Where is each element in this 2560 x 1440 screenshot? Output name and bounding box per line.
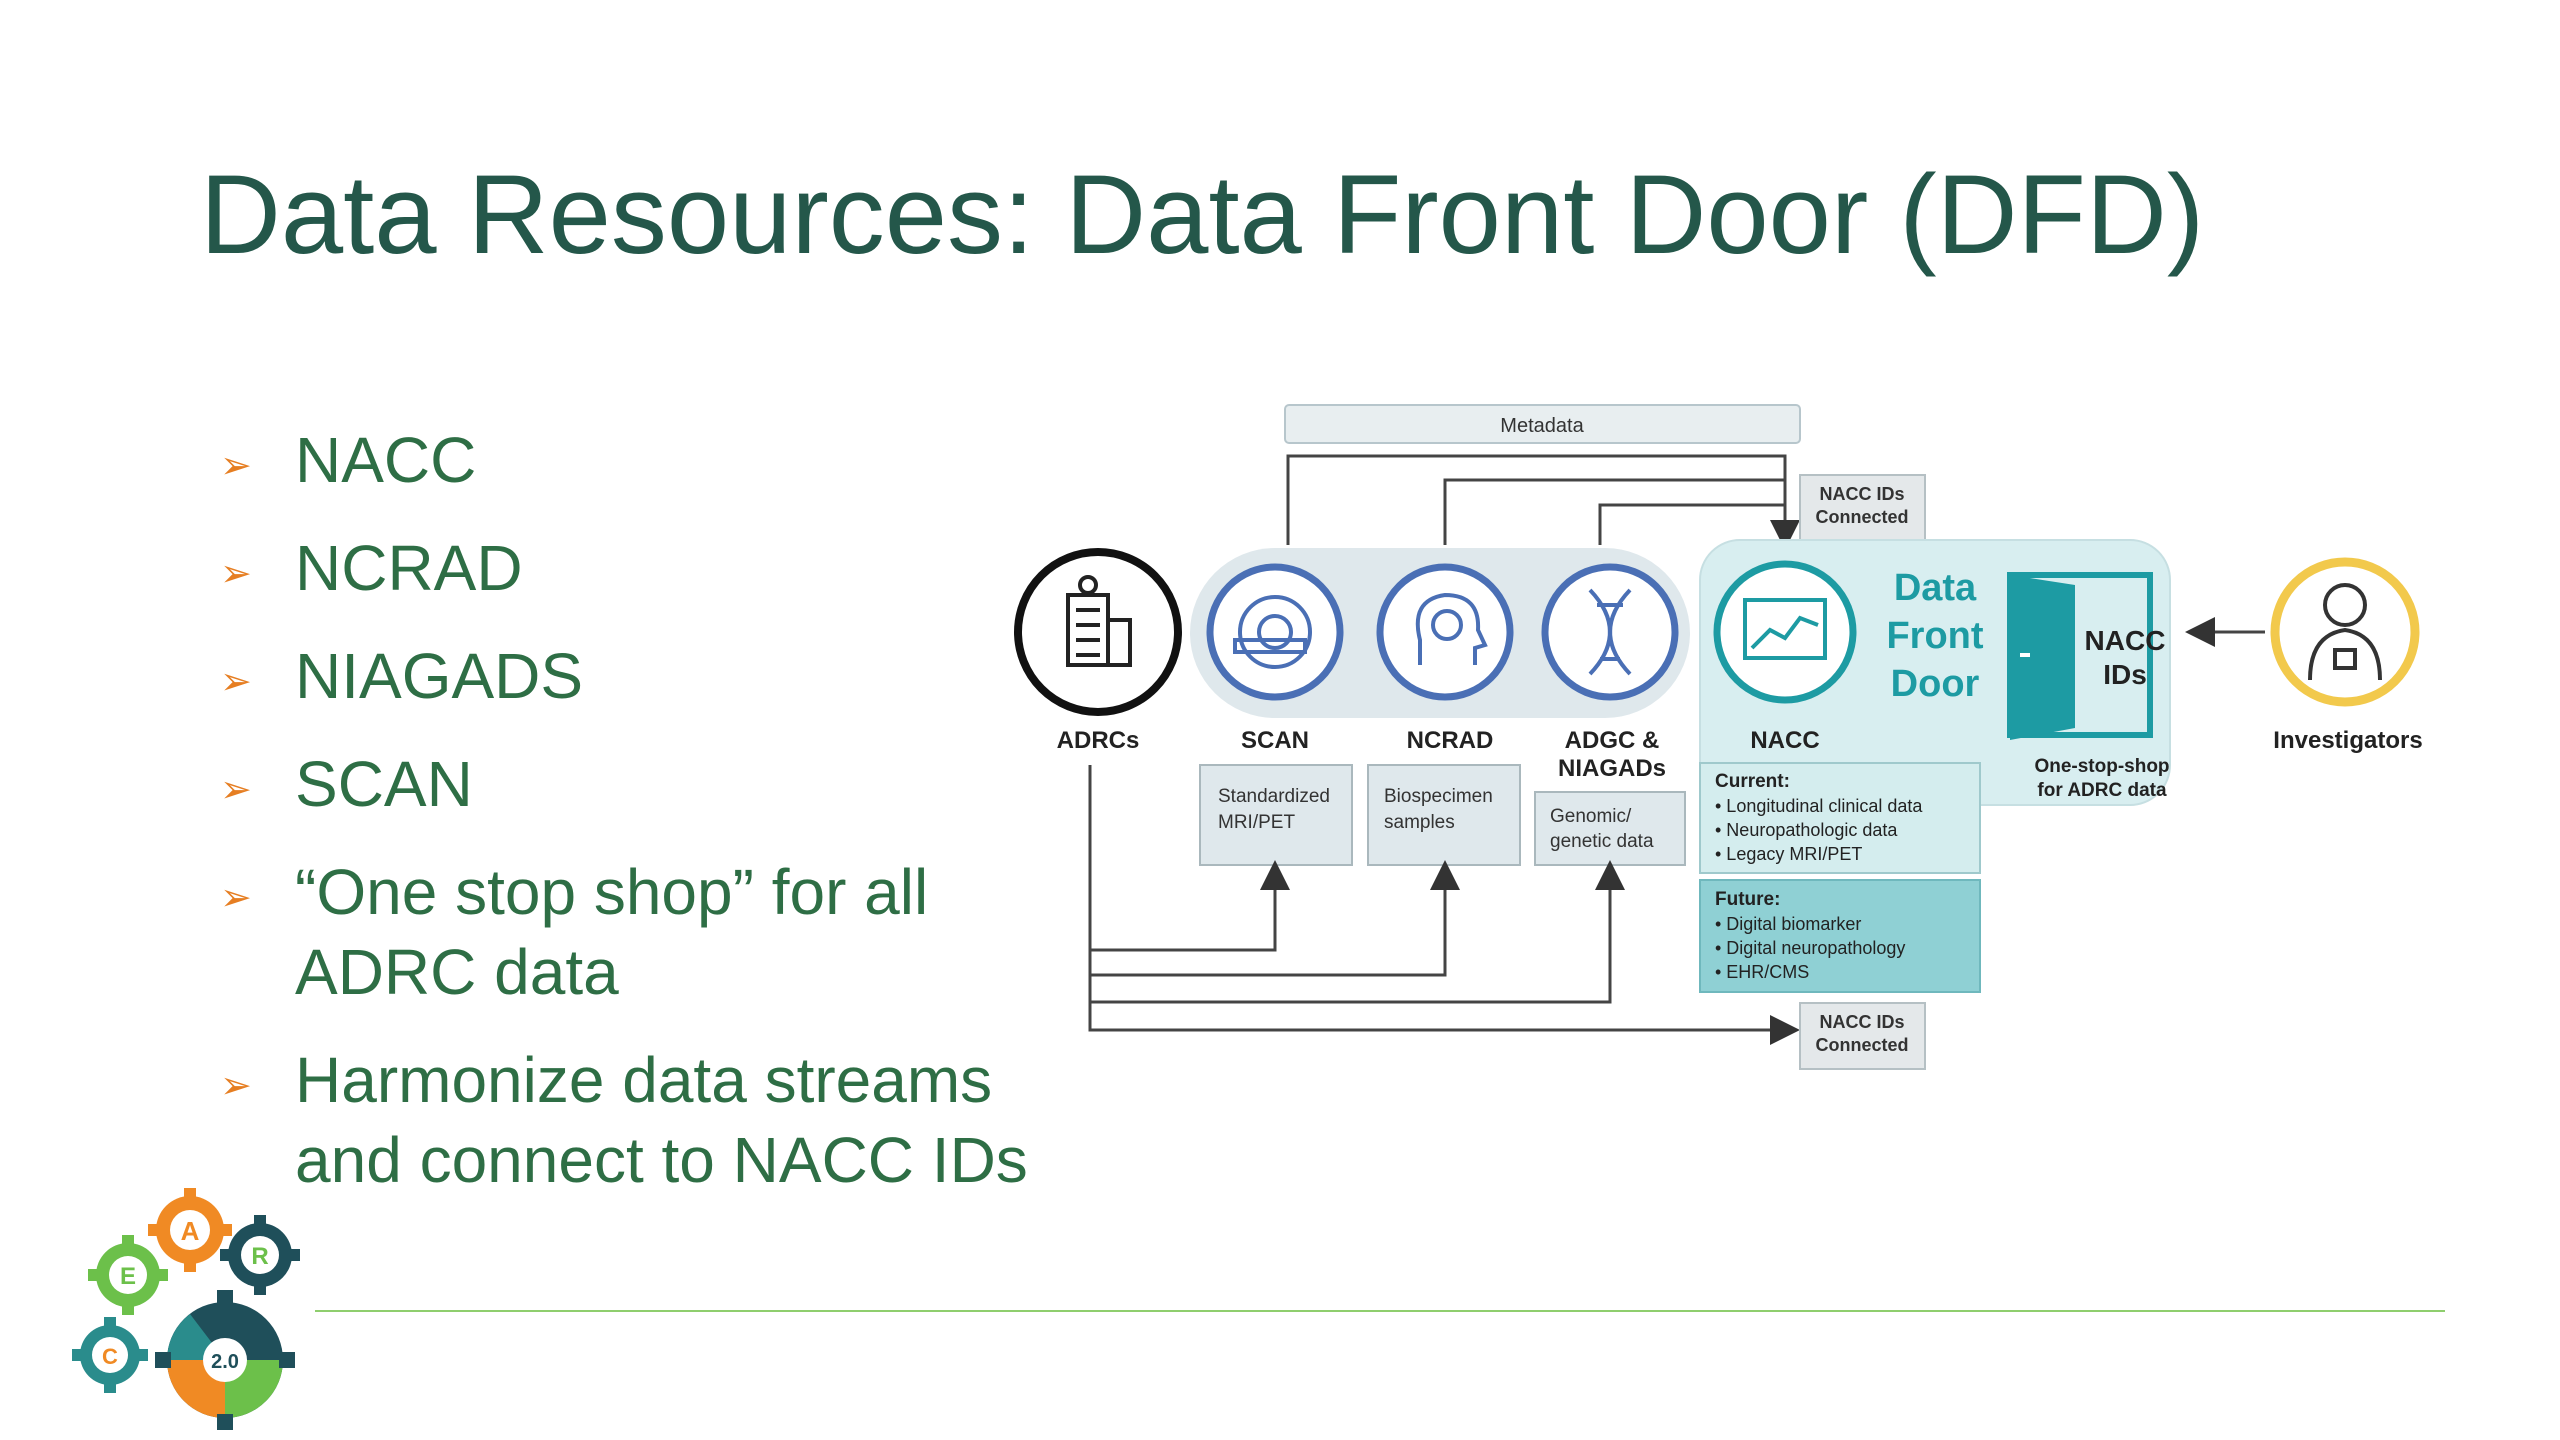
bullet-text: Harmonize data streams and connect to NA… (295, 1044, 1028, 1196)
current-item: • Longitudinal clinical data (1715, 796, 1923, 816)
metadata-connectors (1286, 454, 1800, 550)
head-brain-icon (1415, 592, 1488, 665)
future-heading: Future: (1715, 889, 1780, 910)
nacc-ids-connected-bottom-line2: Connected (1815, 1035, 1908, 1055)
door-caption-line2: for ADRC data (2037, 780, 2167, 801)
door-label-line2: IDs (2103, 659, 2147, 690)
dfd-label-line1: Data (1894, 567, 1977, 609)
ncrad-label: NCRAD (1407, 727, 1494, 754)
bullet-text: NCRAD (295, 532, 523, 604)
adgc-label-line1: ADGC & (1565, 727, 1660, 754)
nacc-ids-connected-bottom (1799, 1002, 1926, 1070)
ncrad-circle (1376, 563, 1514, 701)
bullet-text: “One stop shop” for all ADRC data (295, 856, 929, 1008)
bullet-text: NIAGADS (295, 640, 584, 712)
footer-divider (315, 1310, 2445, 1312)
arrow-bullet-icon: ➢ (220, 1065, 252, 1107)
scan-detail-line2: MRI/PET (1218, 812, 1295, 833)
arrow-bullet-icon: ➢ (220, 445, 252, 487)
logo-letter: C (102, 1344, 118, 1369)
doctor-icon (2308, 583, 2382, 681)
adgc-detail-line2: genetic data (1550, 831, 1654, 852)
future-item: • Digital neuropathology (1715, 938, 1905, 958)
metadata-label: Metadata (1500, 415, 1584, 437)
nacc-ids-connected-top-line1: NACC IDs (1819, 484, 1904, 504)
current-heading: Current: (1715, 771, 1790, 792)
arrow-bullet-icon: ➢ (220, 553, 252, 595)
adrcs-label: ADRCs (1057, 727, 1140, 754)
adgc-detail-line1: Genomic/ (1550, 806, 1632, 827)
bullet-item: ➢ SCAN (220, 744, 1040, 824)
nacc-label: NACC (1750, 727, 1819, 754)
scan-detail-box (1199, 764, 1353, 866)
scan-label: SCAN (1241, 727, 1309, 754)
bullet-item: ➢ Harmonize data streams and connect to N… (220, 1040, 1040, 1200)
current-data-box (1699, 762, 1981, 874)
arrow-bullet-icon: ➢ (220, 769, 252, 811)
bullet-item: ➢ NIAGADS (220, 636, 1040, 716)
nacc-ids-connected-top-line2: Connected (1815, 507, 1908, 527)
scan-circle (1206, 563, 1344, 701)
investigators-label: Investigators (2273, 727, 2422, 754)
future-data-box (1699, 879, 1981, 993)
adrc-connectors (1088, 765, 1800, 1045)
bullet-text: NACC (295, 424, 477, 496)
arrow-bullet-icon: ➢ (220, 877, 252, 919)
adgc-detail-box (1534, 791, 1686, 866)
chart-monitor-icon (1743, 598, 1827, 660)
gear-icon: R (220, 1215, 300, 1295)
gear-icon: C (72, 1317, 148, 1393)
logo-letter: A (181, 1216, 200, 1246)
slide-title: Data Resources: Data Front Door (DFD) (200, 152, 2205, 277)
nacc-ids-connected-bottom-line1: NACC IDs (1819, 1012, 1904, 1032)
adrcs-circle (1014, 548, 1182, 716)
ncrad-detail-line2: samples (1384, 812, 1455, 833)
ncrad-detail-line1: Biospecimen (1384, 786, 1493, 807)
nacc-circle (1713, 560, 1857, 704)
scan-detail-line1: Standardized (1218, 786, 1330, 807)
building-icon (1066, 575, 1132, 667)
bullet-item: ➢ NACC (220, 420, 1040, 500)
current-item: • Neuropathologic data (1715, 820, 1898, 840)
dfd-label-line2: Front (1886, 615, 1983, 657)
future-item: • Digital biomarker (1715, 914, 1861, 934)
dna-icon (1588, 588, 1632, 676)
open-door-icon (2010, 575, 2075, 740)
future-item: • EHR/CMS (1715, 962, 1809, 982)
dfd-label-line3: Door (1891, 663, 1980, 705)
door-caption-line1: One-stop-shop (2034, 756, 2169, 777)
mri-scanner-icon (1233, 595, 1312, 669)
bullet-item: ➢ “One stop shop” for all ADRC data (220, 852, 1040, 1012)
gear-icon: 2.0 (155, 1290, 295, 1430)
bullet-list: ➢ NACC ➢ NCRAD ➢ NIAGADS ➢ SCAN ➢ “One stop s… (220, 420, 1040, 1228)
adgc-label-line2: NIAGADs (1558, 755, 1666, 782)
bullet-text: SCAN (295, 748, 473, 820)
logo-letter: R (251, 1243, 268, 1270)
door-label-line1: NACC (2085, 625, 2166, 656)
logo-version: 2.0 (211, 1351, 239, 1373)
metadata-bar (1284, 404, 1801, 444)
gear-icon: A (148, 1188, 232, 1272)
bullet-item: ➢ NCRAD (220, 528, 1040, 608)
gear-icon: E (88, 1235, 168, 1315)
logo-letter: E (120, 1263, 136, 1290)
cear-gears-logo: A R E C (72, 1188, 300, 1430)
current-item: • Legacy MRI/PET (1715, 844, 1862, 864)
arrow-bullet-icon: ➢ (220, 661, 252, 703)
